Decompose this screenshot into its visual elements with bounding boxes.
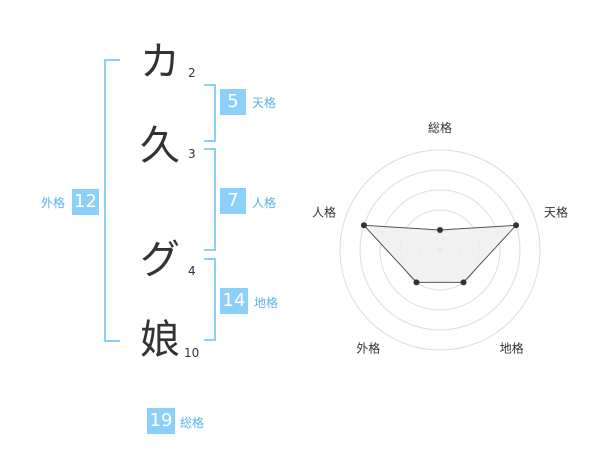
chikaku-value-box: 14 bbox=[220, 288, 248, 314]
name-char-4: 娘 bbox=[140, 317, 180, 363]
stroke-count-1: 2 bbox=[188, 66, 196, 80]
chikaku-label: 地格 bbox=[254, 296, 279, 310]
radar-grid-ring bbox=[379, 189, 501, 311]
soukaku-label: 総格 bbox=[180, 416, 205, 430]
gaikaku-bracket bbox=[104, 59, 120, 342]
radar-grid-ring bbox=[359, 169, 521, 331]
radar-value-polygon bbox=[362, 224, 518, 283]
gaikaku-label: 外格 bbox=[41, 196, 66, 210]
name-char-3: グ bbox=[140, 237, 180, 283]
radar-grid-ring bbox=[339, 149, 541, 351]
name-char-1: カ bbox=[140, 39, 180, 85]
radar-point-3 bbox=[460, 279, 467, 286]
radar-point-2 bbox=[513, 222, 520, 229]
radar-axis-label-2: 天格 bbox=[544, 204, 568, 219]
tenkaku-label: 天格 bbox=[252, 96, 277, 110]
radar-axis-label-5: 人格 bbox=[312, 204, 336, 219]
radar-axis-label-3: 地格 bbox=[500, 341, 524, 356]
radar-point-1 bbox=[437, 227, 443, 233]
radar-point-4 bbox=[413, 279, 420, 286]
radar-axis-label-4: 外格 bbox=[356, 341, 380, 356]
jinkaku-value-box: 7 bbox=[220, 188, 246, 214]
radar-axis-label-1: 総格 bbox=[428, 120, 452, 135]
jinkaku-label: 人格 bbox=[252, 196, 277, 210]
gaikaku-value-box: 12 bbox=[72, 189, 99, 215]
stroke-count-2: 3 bbox=[188, 147, 196, 161]
name-char-2: 久 bbox=[140, 123, 180, 169]
soukaku-value-box: 19 bbox=[147, 408, 175, 434]
chikaku-bracket bbox=[204, 258, 216, 341]
jinkaku-bracket bbox=[204, 148, 216, 251]
tenkaku-value-box: 5 bbox=[220, 89, 246, 115]
stroke-count-3: 4 bbox=[188, 264, 196, 278]
radar-point-5 bbox=[360, 222, 367, 229]
tenkaku-bracket bbox=[204, 84, 216, 142]
stroke-count-4: 10 bbox=[184, 346, 200, 360]
